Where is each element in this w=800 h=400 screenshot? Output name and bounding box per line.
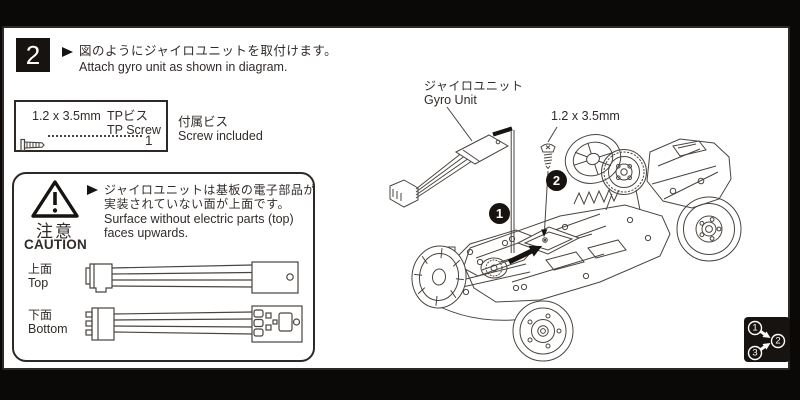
order-arrow-top — [762, 331, 771, 338]
chassis-illustration — [389, 106, 742, 362]
front-right-wheel — [512, 300, 574, 362]
ring-gear — [601, 149, 647, 195]
caution-text-jp2: 実装されていない面が上面です。 — [104, 197, 290, 211]
parts-box: 1.2 x 3.5mm TPビス TP Screw 1 — [14, 100, 168, 152]
step2-badge: 2 — [546, 170, 567, 191]
step-instruction-en: Attach gyro unit as shown in diagram. — [79, 60, 288, 74]
screw-name-en: TP Screw — [107, 123, 161, 137]
screw-size-label: 1.2 x 3.5mm — [551, 109, 620, 123]
bottom-label-en: Bottom — [28, 322, 68, 336]
gyro-top-side-drawing — [85, 261, 299, 294]
gyro-mount-plate — [516, 226, 581, 255]
gyro-unit-label-en: Gyro Unit — [424, 93, 477, 107]
screw-name-jp: TPビス — [107, 109, 148, 123]
gyro-unit-label-jp: ジャイロユニット — [424, 79, 524, 93]
tp-screw-icon — [20, 138, 45, 152]
order-arrow-bottom — [762, 343, 771, 350]
caution-label-jp: 注意 — [36, 222, 74, 241]
warning-triangle-icon — [31, 180, 79, 218]
included-label-en: Screw included — [178, 129, 263, 143]
top-label-en: Top — [28, 276, 49, 290]
rear-left-wheel — [564, 134, 622, 184]
front-left-wheel — [411, 245, 467, 309]
caution-text-en2: faces upwards. — [104, 226, 189, 240]
included-label-jp: 付属ビス — [178, 115, 229, 129]
gyro-unit-drawing — [389, 134, 510, 208]
caution-box: 注意 CAUTION ジャイロユニットは基板の電子部品が 実装されていない面が上… — [12, 172, 315, 362]
install-direction-arrow — [507, 245, 542, 265]
gyro-label-leader — [446, 106, 473, 142]
order-number-1: 1 — [752, 323, 757, 334]
caution-text-jp1: ジャイロユニットは基板の電子部品が — [104, 183, 316, 197]
caution-label-en: CAUTION — [24, 237, 87, 252]
step-number-box: 2 — [16, 38, 50, 72]
order-number-3: 3 — [752, 348, 757, 359]
screw-size: 1.2 x 3.5mm — [32, 109, 101, 123]
arrow-bullet-icon — [87, 185, 98, 195]
caution-text-en1: Surface without electric parts (top) — [104, 212, 294, 226]
screw-qty: 1 — [145, 133, 153, 148]
step1-badge: 1 — [489, 203, 510, 224]
motor-pod — [646, 138, 732, 209]
spring-coil — [573, 188, 620, 206]
bottom-label-jp: 下面 — [28, 308, 53, 322]
step-number: 2 — [25, 40, 41, 70]
gyro-guide-bar — [492, 126, 513, 137]
screw-drawing — [540, 143, 556, 170]
arrow-bullet-icon — [62, 47, 73, 57]
order-number-2: 2 — [775, 336, 780, 347]
gyro-bottom-side-drawing — [85, 305, 303, 343]
screw-label-leader — [547, 126, 558, 143]
dotted-leader — [48, 135, 142, 137]
top-label-jp: 上面 — [28, 262, 53, 276]
rear-right-wheel — [676, 196, 742, 262]
assembly-order-icon: 1 2 3 — [744, 317, 790, 362]
step-instruction-jp: 図のようにジャイロユニットを取付けます。 — [79, 44, 338, 58]
screw-leader-arrowhead — [541, 229, 548, 237]
